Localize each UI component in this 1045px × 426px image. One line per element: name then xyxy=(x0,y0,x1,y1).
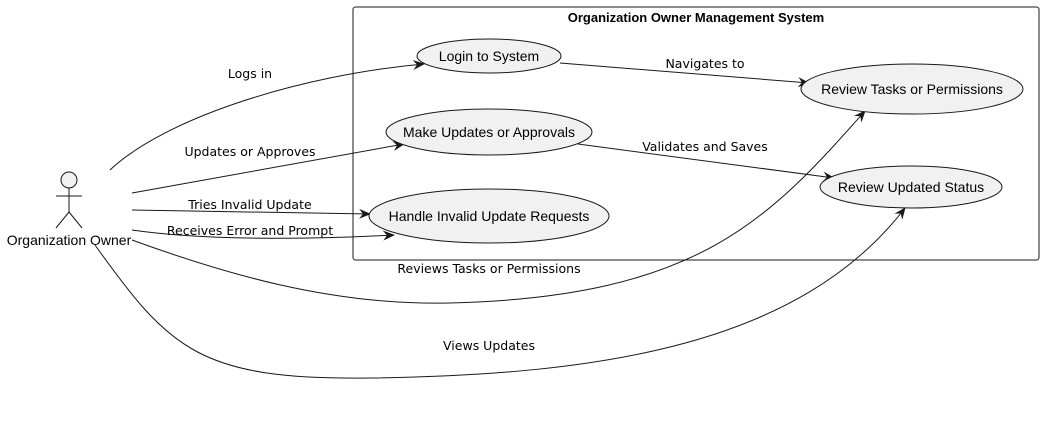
use-case-handle-invalid[interactable]: Handle Invalid Update Requests xyxy=(368,188,610,244)
actor-head xyxy=(60,171,78,189)
use-case-make-updates[interactable]: Make Updates or Approvals xyxy=(385,108,593,156)
system-title: Organization Owner Management System xyxy=(568,10,824,25)
actor-left-leg xyxy=(55,211,70,229)
actor-organization-owner[interactable]: Organization Owner xyxy=(7,171,132,248)
edge-navigates-to xyxy=(559,62,810,88)
edges xyxy=(94,59,906,379)
edge-label-logs-in: Logs in xyxy=(228,66,272,81)
use-case-login-shape xyxy=(416,38,562,74)
use-case-review-tasks-shape xyxy=(800,63,1024,115)
edge-label-updates-or-approves: Updates or Approves xyxy=(184,144,315,159)
system-boundary: Organization Owner Management System xyxy=(352,6,1040,261)
use-case-make-updates-label: Make Updates or Approvals xyxy=(403,124,575,140)
edge-label-views-updates: Views Updates xyxy=(443,338,535,353)
edge-reviews-tasks xyxy=(131,110,866,304)
edge-labels: Logs in Updates or Approves Tries Invali… xyxy=(167,56,768,353)
edge-tries-invalid-update xyxy=(131,208,371,219)
edge-label-navigates-to: Navigates to xyxy=(665,56,744,71)
edge-label-receives-error: Receives Error and Prompt xyxy=(167,223,333,238)
use-case-review-status[interactable]: Review Updated Status xyxy=(819,165,1003,209)
edge-label-reviews-tasks: Reviews Tasks or Permissions xyxy=(397,261,580,276)
system-boundary-box xyxy=(352,6,1040,261)
use-case-login[interactable]: Login to System xyxy=(416,38,562,74)
edge-views-updates xyxy=(94,207,906,379)
use-case-review-tasks[interactable]: Review Tasks or Permissions xyxy=(800,63,1024,115)
use-case-login-label: Login to System xyxy=(439,48,539,64)
use-case-review-tasks-label: Review Tasks or Permissions xyxy=(821,81,1003,97)
use-case-make-updates-shape xyxy=(385,108,593,156)
edge-logs-in xyxy=(109,59,425,171)
edge-validates-and-saves xyxy=(577,143,835,182)
actor-right-leg xyxy=(68,211,83,229)
edge-label-validates-and-saves: Validates and Saves xyxy=(642,139,768,154)
use-case-review-status-label: Review Updated Status xyxy=(838,179,984,195)
edge-receives-error xyxy=(131,229,395,241)
edge-label-tries-invalid-update: Tries Invalid Update xyxy=(187,197,312,212)
use-case-handle-invalid-shape xyxy=(368,188,610,244)
edge-updates-or-approves xyxy=(131,141,405,194)
use-case-handle-invalid-label: Handle Invalid Update Requests xyxy=(389,208,590,224)
actor-label: Organization Owner xyxy=(7,232,132,248)
use-case-review-status-shape xyxy=(819,165,1003,209)
